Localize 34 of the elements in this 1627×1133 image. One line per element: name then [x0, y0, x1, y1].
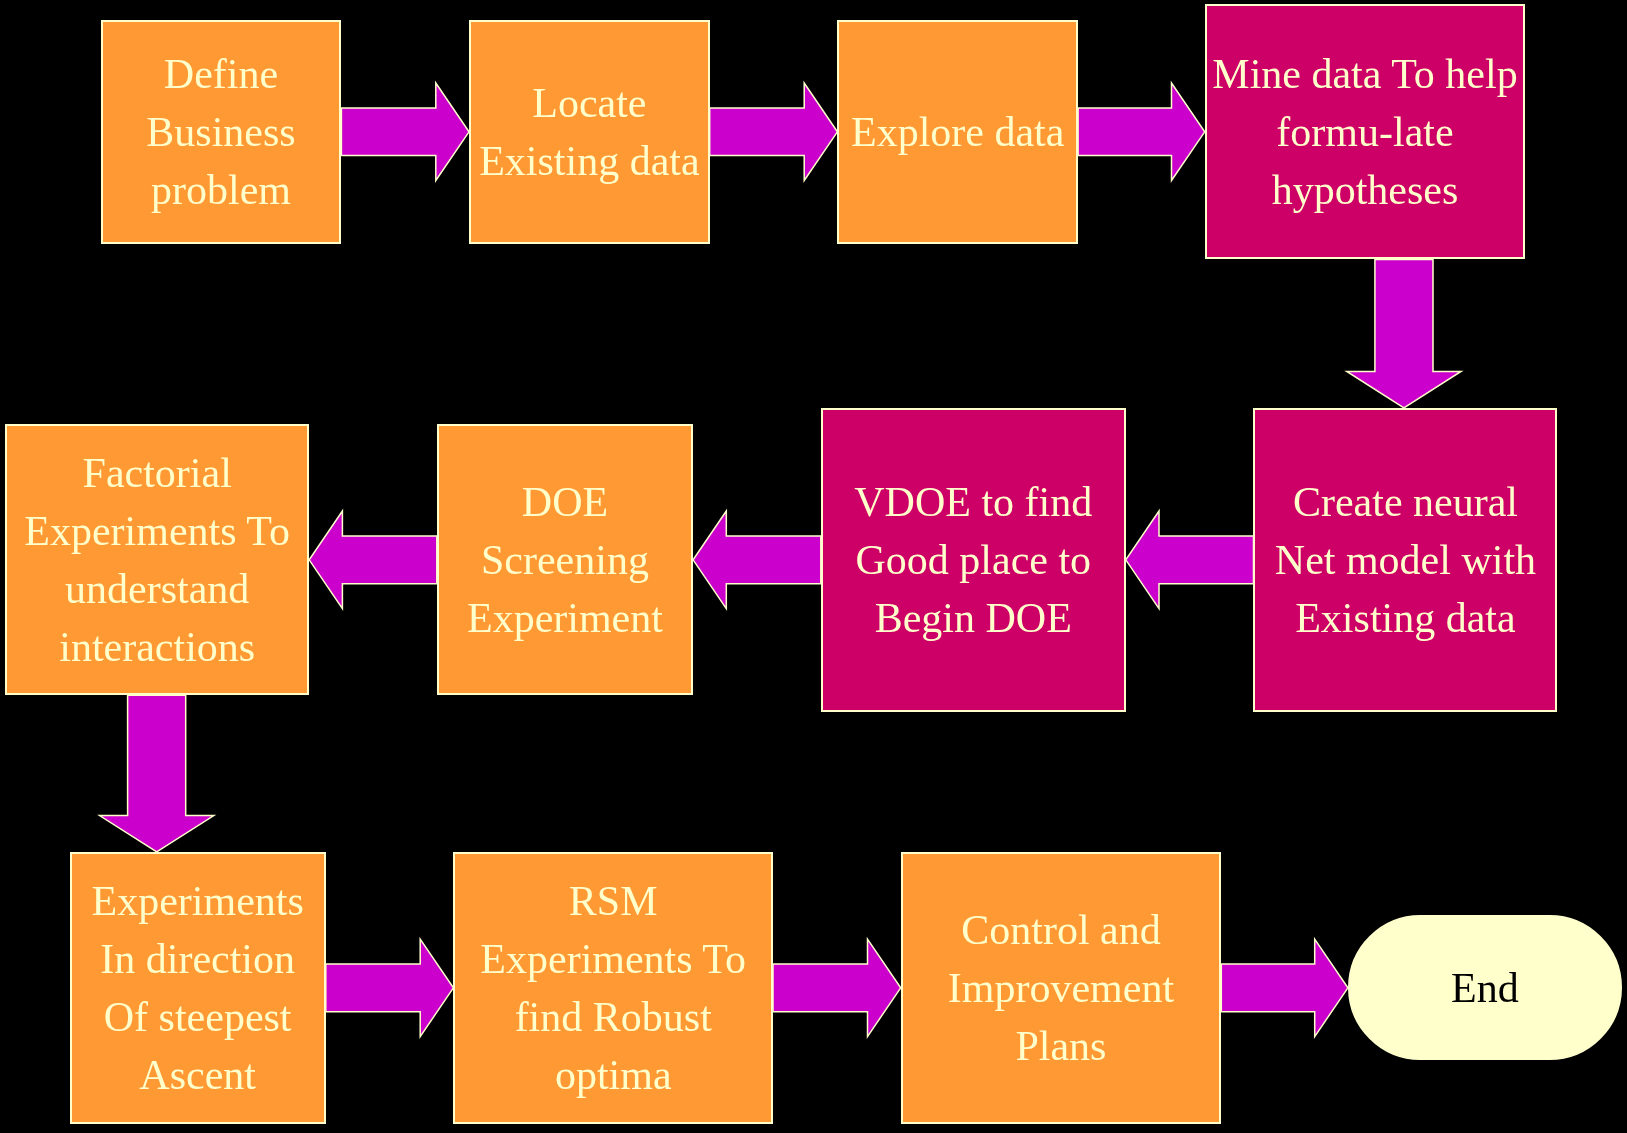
process-box: [837, 19, 1079, 244]
node-text: VDOE to find Good place to Begin DOE: [853, 477, 1094, 643]
node-text: Locate Existing data: [478, 78, 701, 186]
process-box: [1204, 4, 1526, 260]
block-arrow: [1220, 936, 1349, 1040]
process-box: [100, 19, 342, 244]
process-box: [436, 424, 694, 696]
block-arrow: [340, 80, 470, 183]
block-arrow: [97, 694, 217, 853]
process-box: [69, 851, 326, 1124]
process-box: [469, 19, 710, 244]
node-text: Experiments In direction Of steepest Ascent: [90, 876, 305, 1100]
node-text: Factorial Experiments To understand interactions: [23, 448, 292, 672]
node-text: Explore data: [851, 107, 1065, 157]
block-arrow: [772, 936, 902, 1040]
node-text: Create neural Net model with Existing data: [1273, 477, 1538, 643]
node-text: RSM Experiments To find Robust optima: [479, 876, 748, 1100]
node-text: DOE Screening Experiment: [466, 477, 664, 643]
node-text: Define Business problem: [145, 49, 297, 215]
block-arrow: [308, 508, 438, 612]
process-box: [5, 424, 310, 696]
process-box: [820, 407, 1126, 712]
block-arrow: [1077, 80, 1206, 183]
process-box: [453, 851, 773, 1124]
node-text: End: [1451, 963, 1519, 1013]
block-arrow: [1344, 258, 1464, 409]
node-text: Mine data To help formu-late hypotheses: [1211, 49, 1519, 215]
process-box: [1253, 407, 1558, 712]
block-arrow: [325, 936, 455, 1040]
block-arrow: [708, 80, 839, 183]
block-arrow: [692, 508, 822, 612]
node-text: Control and Improvement Plans: [946, 905, 1176, 1071]
process-box: [900, 851, 1222, 1124]
block-arrow: [1124, 508, 1255, 612]
